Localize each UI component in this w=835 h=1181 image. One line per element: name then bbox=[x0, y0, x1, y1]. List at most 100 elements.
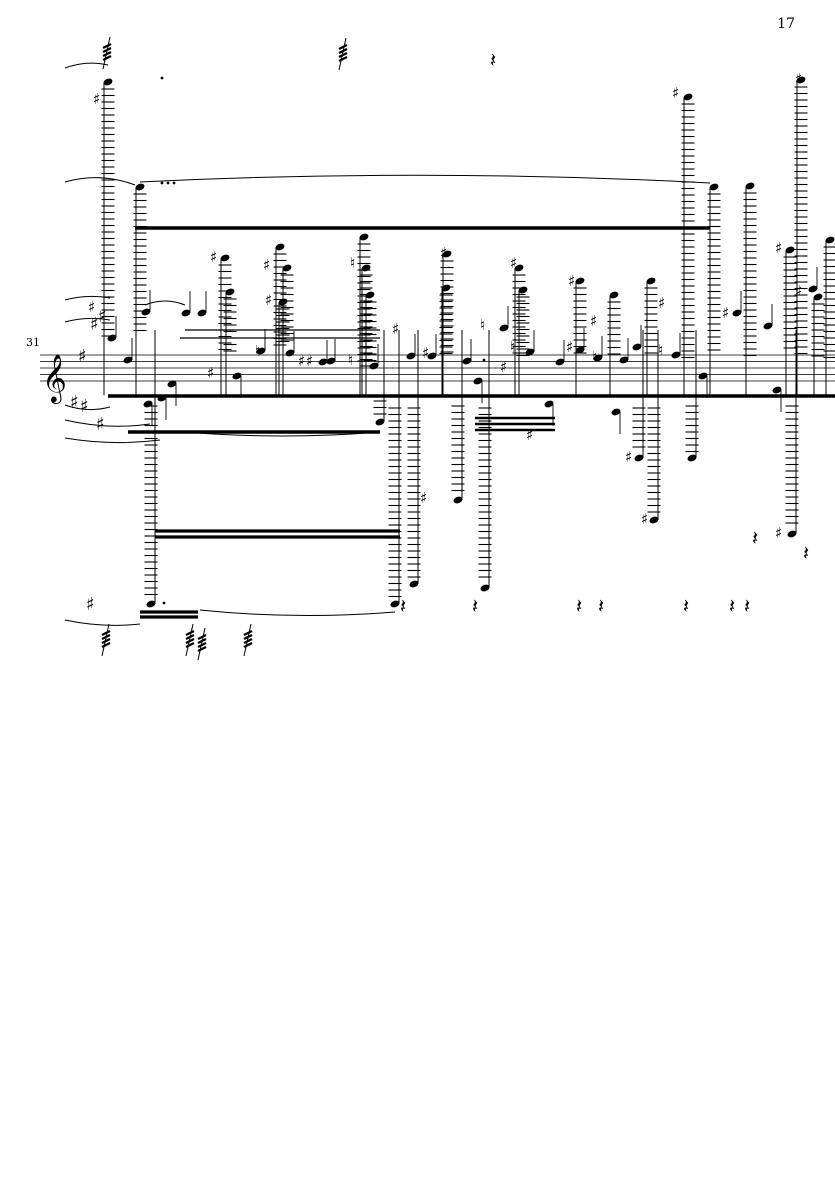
tie bbox=[64, 317, 111, 323]
staff-lines bbox=[40, 354, 835, 382]
sharp-sign: ♯ bbox=[568, 272, 575, 290]
quarter-rest: 𝄽 bbox=[752, 526, 758, 550]
tremolo-stroke bbox=[243, 630, 253, 636]
sharp-sign: ♯ bbox=[641, 510, 648, 528]
sharp-sign: ♯ bbox=[392, 320, 399, 338]
tremolo-stroke bbox=[197, 634, 207, 640]
dot bbox=[162, 601, 166, 605]
notehead bbox=[275, 243, 285, 251]
notehead bbox=[143, 400, 153, 408]
notehead bbox=[427, 352, 437, 360]
tie bbox=[64, 62, 109, 69]
tremolo-stroke bbox=[197, 642, 207, 648]
quarter-rest: 𝄽 bbox=[598, 594, 604, 618]
notehead bbox=[619, 356, 629, 364]
tie bbox=[64, 419, 151, 427]
notehead bbox=[787, 530, 797, 538]
tremolo-stroke bbox=[101, 642, 111, 648]
tie bbox=[184, 431, 381, 437]
notehead bbox=[611, 408, 621, 416]
sharp-sign: ♯ bbox=[93, 90, 100, 108]
tremolo-stroke bbox=[197, 646, 207, 652]
tremolo-stroke bbox=[185, 638, 195, 644]
natural-sign: ♮ bbox=[348, 351, 353, 369]
tremolo-stem bbox=[243, 623, 252, 657]
notehead bbox=[632, 343, 642, 351]
notehead bbox=[796, 76, 806, 84]
tremolo-stroke bbox=[101, 630, 111, 636]
tremolo-stroke bbox=[338, 52, 348, 58]
sharp-sign: ♯ bbox=[658, 294, 665, 312]
tremolo-stem bbox=[185, 623, 194, 657]
tremolo-stroke bbox=[102, 51, 112, 57]
tremolo-stroke bbox=[102, 55, 112, 61]
quarter-rest: 𝄽 bbox=[803, 541, 809, 565]
notehead bbox=[365, 291, 375, 299]
notehead bbox=[375, 418, 385, 426]
tremolo-stem bbox=[101, 623, 110, 657]
accidentals: ♯♯♯♯♯♯♯♯♯♯♮♯♯♯♯♯♯♯♯♯♯♯♯♯♮♯♮♯♮♮♯♯♮♯♮♯♯♯♯♯… bbox=[70, 70, 802, 615]
notehead bbox=[480, 584, 490, 592]
sharp-sign: ♯ bbox=[510, 254, 517, 272]
ledger-lines bbox=[101, 86, 835, 598]
notehead bbox=[698, 372, 708, 380]
tremolo-stroke bbox=[185, 630, 195, 636]
notehead bbox=[225, 288, 235, 296]
tie bbox=[199, 609, 396, 617]
natural-sign: ♮ bbox=[510, 338, 515, 356]
sharp-sign: ♯ bbox=[80, 396, 89, 417]
tremolo-stroke bbox=[102, 43, 112, 49]
notehead bbox=[609, 291, 619, 299]
notehead bbox=[575, 346, 585, 354]
rests: 𝄽𝄽𝄽𝄽𝄽𝄽𝄽𝄽𝄽𝄽 bbox=[400, 48, 809, 618]
tie bbox=[139, 174, 711, 184]
notehead bbox=[785, 246, 795, 254]
dot bbox=[160, 76, 164, 80]
tie bbox=[64, 295, 111, 301]
tie bbox=[64, 177, 136, 186]
notehead bbox=[167, 380, 177, 388]
tremolo-stem bbox=[102, 36, 111, 70]
quarter-rest: 𝄽 bbox=[744, 594, 750, 618]
notehead bbox=[326, 357, 336, 365]
natural-sign: ♮ bbox=[592, 348, 597, 366]
notehead bbox=[256, 347, 266, 355]
sharp-sign: ♯ bbox=[422, 344, 429, 362]
sharp-sign: ♯ bbox=[86, 594, 95, 615]
notehead bbox=[285, 349, 295, 357]
natural-sign: ♮ bbox=[255, 342, 260, 360]
sharp-sign: ♯ bbox=[722, 304, 729, 322]
sharp-sign: ♯ bbox=[526, 426, 533, 444]
sharp-sign: ♯ bbox=[795, 70, 802, 88]
notehead bbox=[146, 600, 156, 608]
note-stems bbox=[103, 80, 827, 604]
dot bbox=[160, 181, 164, 185]
quarter-rest: 𝄽 bbox=[576, 594, 582, 618]
quarter-rest: 𝄽 bbox=[683, 594, 689, 618]
notehead bbox=[646, 277, 656, 285]
tremolo-stem bbox=[338, 37, 347, 71]
dot bbox=[166, 181, 170, 185]
sharp-sign: ♯ bbox=[795, 282, 802, 300]
natural-sign: ♮ bbox=[480, 316, 485, 334]
notehead bbox=[555, 358, 565, 366]
notehead bbox=[220, 254, 230, 262]
notehead bbox=[409, 580, 419, 588]
notehead bbox=[453, 496, 463, 504]
notehead bbox=[141, 308, 151, 316]
tremolo-stroke bbox=[243, 642, 253, 648]
quarter-rest: 𝄽 bbox=[729, 594, 735, 618]
sharp-sign: ♯ bbox=[263, 256, 270, 274]
notehead bbox=[772, 386, 782, 394]
notehead bbox=[763, 322, 773, 330]
notehead bbox=[499, 324, 509, 332]
dot bbox=[482, 358, 486, 362]
notehead bbox=[232, 372, 242, 380]
sharp-sign: ♯ bbox=[672, 84, 679, 102]
beams bbox=[108, 226, 835, 619]
tremolo-stroke bbox=[101, 638, 111, 644]
notehead bbox=[593, 354, 603, 362]
sharp-sign: ♯ bbox=[210, 248, 217, 266]
notehead bbox=[575, 277, 585, 285]
sharp-sign: ♯ bbox=[207, 364, 214, 382]
